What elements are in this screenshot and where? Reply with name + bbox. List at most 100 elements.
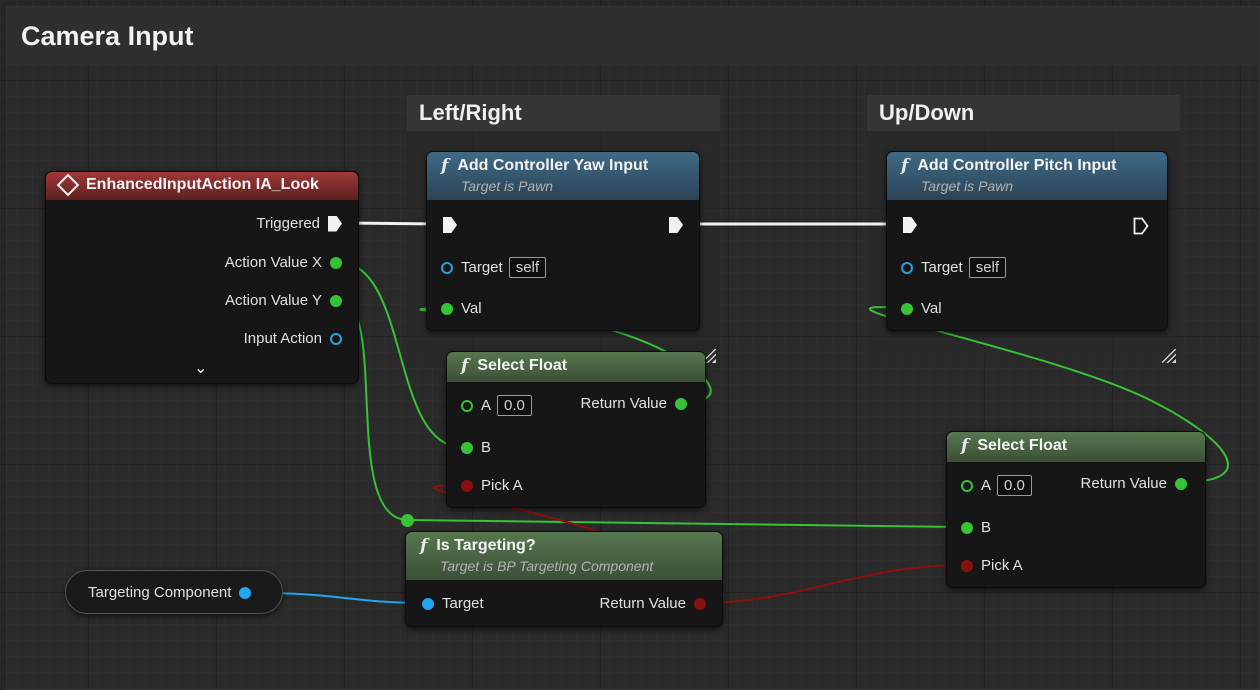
- bool-pin-icon[interactable]: [694, 597, 706, 610]
- a-value-field[interactable]: 0.0: [997, 475, 1032, 496]
- exec-pin-icon[interactable]: [669, 217, 683, 233]
- float-pin-icon[interactable]: [461, 441, 473, 454]
- pin-action-value-y[interactable]: Action Value Y: [225, 292, 342, 309]
- float-pin-icon[interactable]: [1175, 477, 1187, 490]
- event-node-ia-look[interactable]: EnhancedInputAction IA_Look Triggered Ac…: [45, 171, 359, 384]
- function-icon: f: [441, 156, 449, 176]
- comment-title: Left/Right: [407, 95, 720, 131]
- pin-pick-a[interactable]: Pick A: [461, 477, 523, 494]
- pin-label: Action Value Y: [224, 292, 322, 309]
- exec-pin-icon[interactable]: [903, 217, 917, 233]
- chevron-down-icon[interactable]: ⌄: [194, 360, 208, 377]
- pin-targeting-component[interactable]: Targeting Component: [88, 584, 252, 601]
- pin-action-value-x[interactable]: Action Value X: [225, 254, 342, 271]
- pin-label: Pick A: [981, 557, 1023, 574]
- float-pin-icon[interactable]: [330, 256, 342, 269]
- node-subtitle: Target is Pawn: [461, 178, 554, 194]
- bool-pin-icon[interactable]: [461, 479, 473, 492]
- pin-label: Target: [461, 259, 503, 276]
- pin-val[interactable]: Val: [901, 300, 942, 317]
- float-pin-icon[interactable]: [961, 521, 973, 534]
- pin-target[interactable]: Target: [422, 595, 484, 612]
- pin-label: Target: [921, 259, 963, 276]
- pin-label: B: [481, 439, 492, 456]
- function-icon: f: [961, 436, 969, 456]
- pin-label: Return Value: [599, 595, 686, 612]
- reroute-knot[interactable]: [401, 514, 414, 527]
- node-header: EnhancedInputAction IA_Look: [46, 172, 358, 200]
- pin-label: A: [481, 397, 492, 414]
- pin-b[interactable]: B: [961, 519, 991, 536]
- pin-a[interactable]: A 0.0: [961, 475, 1032, 496]
- pin-return-value[interactable]: Return Value: [581, 395, 687, 412]
- pin-return-value[interactable]: Return Value: [1081, 475, 1187, 492]
- variable-targeting-component[interactable]: Targeting Component: [65, 570, 283, 614]
- pin-label: Return Value: [580, 395, 667, 412]
- resize-handle-icon[interactable]: [1162, 349, 1176, 363]
- object-pin-icon[interactable]: [239, 586, 252, 599]
- pin-label: B: [981, 519, 992, 536]
- pin-label: Val: [461, 300, 482, 317]
- pin-input-action[interactable]: Input Action: [244, 330, 342, 347]
- bool-pin-icon[interactable]: [961, 559, 973, 572]
- pin-label: Action Value X: [224, 254, 322, 271]
- node-title: Is Targeting?: [436, 537, 536, 554]
- node-title: Select Float: [477, 357, 568, 374]
- pin-label: Return Value: [1080, 475, 1167, 492]
- exec-wire-triggered: [342, 221, 441, 226]
- object-pin-icon[interactable]: [422, 597, 434, 610]
- pin-triggered[interactable]: Triggered: [256, 215, 342, 232]
- node-title: Add Controller Pitch Input: [917, 157, 1117, 174]
- float-pin-icon[interactable]: [441, 302, 453, 315]
- exec-out-hollow-icon[interactable]: [1133, 217, 1149, 235]
- wire-x-to-b: [337, 261, 463, 448]
- target-self-field[interactable]: self: [508, 257, 547, 278]
- float-pin-icon[interactable]: [675, 397, 687, 410]
- pin-pick-a[interactable]: Pick A: [961, 557, 1023, 574]
- pin-target[interactable]: Target self: [901, 257, 1007, 278]
- target-self-field[interactable]: self: [968, 257, 1007, 278]
- wire-component-to-target: [259, 592, 429, 604]
- exec-out-pin[interactable]: [669, 217, 683, 233]
- variable-label: Targeting Component: [88, 584, 232, 601]
- pin-target[interactable]: Target self: [441, 257, 547, 278]
- a-value-field[interactable]: 0.0: [497, 395, 532, 416]
- node-select-float-1[interactable]: f Select Float A 0.0 Return Value B Pick …: [446, 351, 706, 508]
- node-title: Add Controller Yaw Input: [457, 157, 649, 174]
- pin-return-value[interactable]: Return Value: [600, 595, 706, 612]
- float-pin-icon[interactable]: [330, 294, 342, 307]
- exec-pin-icon[interactable]: [443, 217, 457, 233]
- node-add-controller-yaw-input[interactable]: f Add Controller Yaw Input Target is Pawn…: [426, 151, 700, 331]
- exec-in-pin[interactable]: [903, 217, 917, 233]
- pin-b[interactable]: B: [461, 439, 491, 456]
- float-pin-icon[interactable]: [961, 479, 973, 492]
- wire-select2-to-pitch-val: [868, 306, 1229, 483]
- exec-pin-icon[interactable]: [328, 215, 342, 232]
- node-subtitle: Target is BP Targeting Component: [440, 558, 654, 574]
- exec-in-pin[interactable]: [443, 217, 457, 233]
- pin-a[interactable]: A 0.0: [461, 395, 532, 416]
- function-icon: f: [461, 356, 469, 376]
- comment-camera-input[interactable]: Camera Input: [6, 6, 1260, 690]
- pin-label: Target: [442, 595, 484, 612]
- pin-val[interactable]: Val: [441, 300, 482, 317]
- object-pin-icon[interactable]: [901, 261, 913, 274]
- wire-bool-to-pick2: [699, 564, 963, 604]
- pin-label: Val: [921, 300, 942, 317]
- float-pin-icon[interactable]: [461, 399, 473, 412]
- object-pin-icon[interactable]: [441, 261, 453, 274]
- exec-out-pin[interactable]: [1133, 217, 1149, 235]
- comment-title: Camera Input: [7, 7, 1259, 65]
- pin-label: A: [981, 477, 992, 494]
- node-header: f Select Float: [447, 352, 705, 382]
- object-pin-icon[interactable]: [330, 332, 342, 345]
- float-pin-icon[interactable]: [901, 302, 913, 315]
- node-subtitle: Target is Pawn: [921, 178, 1014, 194]
